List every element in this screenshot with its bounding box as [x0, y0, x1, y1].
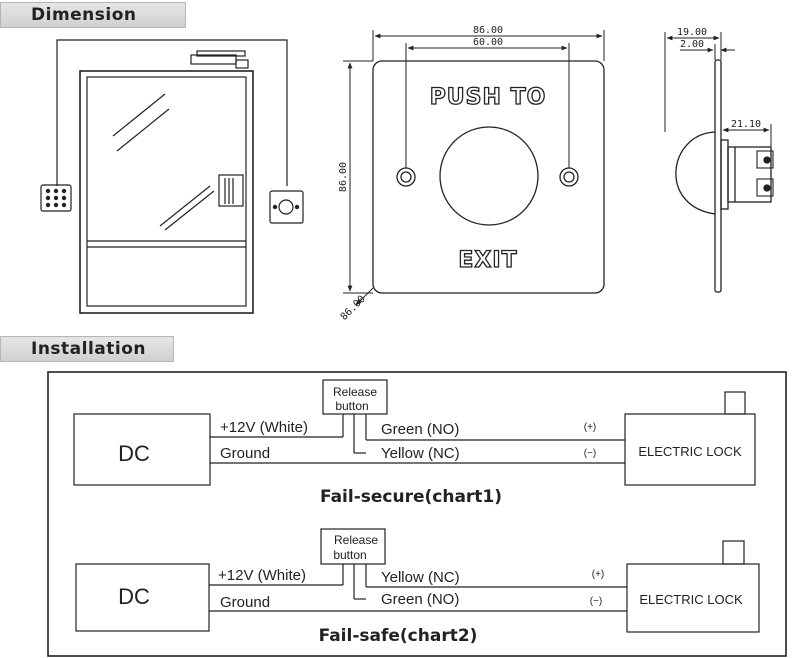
chart1-lock-box [624, 413, 756, 486]
screw-hole-left-icon [396, 167, 416, 187]
chart2-wire-12v: +12V (White) [218, 567, 306, 584]
chart2-wire-yellow: Yellow (NC) [381, 569, 460, 586]
chart2-plus: (+) [592, 569, 605, 580]
chart1-caption: Fail-secure(chart1) [320, 487, 502, 507]
chart2-wire-green: Green (NO) [381, 591, 459, 608]
front-dimension-lines [343, 30, 605, 306]
dim-depth: 19.00 [677, 27, 707, 38]
screw-hole-right-icon [559, 167, 579, 187]
chart2-release-line1: Release [334, 533, 378, 547]
side-plate [714, 59, 722, 293]
chart2-wire-ground: Ground [220, 594, 270, 611]
side-dimension-lines [664, 32, 772, 147]
dim-plate-thickness: 2.00 [680, 39, 704, 50]
chart1-wiring [73, 379, 756, 486]
dim-height: 86.00 [338, 162, 349, 192]
exit-button-icon [269, 190, 304, 224]
side-body [727, 146, 772, 203]
chart2-release-box [320, 528, 386, 565]
chart2-lock-box [626, 563, 760, 633]
chart2-lock-tab [722, 540, 745, 565]
front-view [372, 60, 605, 294]
chart1-dc-box [73, 413, 211, 486]
keypad-buttons [45, 188, 67, 208]
chart1-release-line1: Release [333, 385, 377, 399]
dim-outer-width: 86.00 [473, 25, 503, 36]
chart1-wire-ground: Ground [220, 445, 270, 462]
side-view [675, 59, 774, 293]
dimension-section-header: Dimension [0, 2, 186, 28]
chart2-dc-box [75, 563, 210, 632]
door-inner-frame [86, 76, 247, 307]
chart1-plus: (+) [584, 422, 597, 433]
chart1-minus: (−) [584, 448, 597, 459]
chart2-minus: (−) [590, 596, 603, 607]
chart2-release-line2: button [333, 548, 366, 562]
dim-hole-spacing: 60.00 [473, 37, 503, 48]
chart1-release-line2: button [335, 399, 368, 413]
door-frame [79, 70, 254, 314]
chart1-wire-12v: +12V (White) [220, 419, 308, 436]
installation-section-header: Installation [0, 336, 174, 362]
chart1-release-box [322, 379, 388, 415]
chart1-wire-green: Green (NO) [381, 421, 459, 438]
door-illustration [40, 39, 288, 314]
chart1-lock-tab [724, 391, 746, 415]
door-wiring [56, 39, 288, 186]
chart1-lock-label: ELECTRIC LOCK [638, 444, 742, 459]
chart2-caption: Fail-safe(chart2) [319, 626, 478, 646]
chart1-dc-label: DC [118, 441, 150, 466]
keypad-icon [40, 184, 72, 212]
exit-label: EXIT [458, 248, 517, 273]
installation-frame [47, 371, 787, 657]
dim-body-length: 21.10 [731, 119, 761, 130]
chart2-lock-label: ELECTRIC LOCK [639, 592, 743, 607]
door-handle [218, 174, 244, 207]
push-button [439, 126, 539, 226]
side-dome [675, 131, 716, 215]
dim-diagonal: 86.00 [339, 294, 368, 323]
chart1-wire-yellow: Yellow (NC) [381, 445, 460, 462]
chart2-dc-label: DC [118, 584, 150, 609]
push-to-label: PUSH TO [430, 85, 547, 110]
front-plate [372, 60, 605, 294]
chart2-wiring [75, 528, 760, 633]
